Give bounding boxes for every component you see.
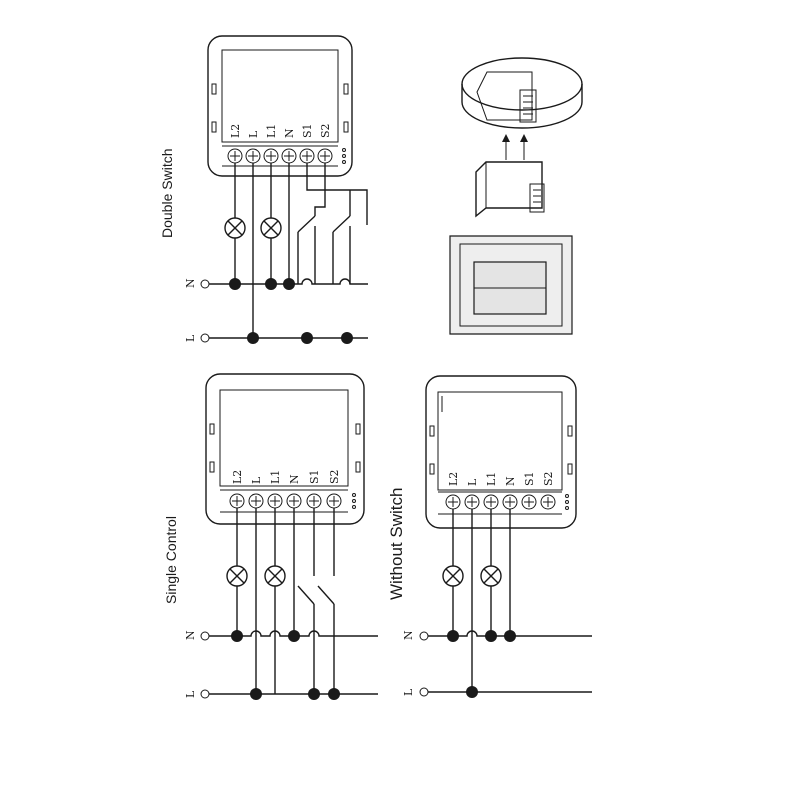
relay-module-side-icon [475,161,545,218]
terminal-label-s1: S1 [301,123,314,138]
wires [236,508,335,694]
single-control-title: Single Control [163,516,179,604]
terminal-screws [229,493,342,509]
lamp-icon [226,565,286,587]
lamp-icon [224,217,282,239]
terminal-screws [445,494,556,510]
wires [234,163,368,338]
terminal-label-l2: L2 [447,472,460,486]
terminal-label-l1: L1 [265,124,278,138]
supply-lines: N L [402,630,592,697]
terminal-label-s1: S1 [308,469,321,484]
junction-dots [447,630,516,698]
line-label-n: N [184,278,197,288]
panel-single-control: Single Control L2 L [163,373,378,700]
terminal-label-l: L [250,476,263,484]
line-label-l: L [184,690,197,698]
install-illustration [449,57,583,335]
terminal-label-s2: S2 [542,471,555,486]
terminal-label-n: N [504,476,517,486]
wall-switch-plate-icon [449,235,573,335]
relay-module-icon: L2 L L1 N S1 S2 [207,35,353,177]
line-label-n: N [402,630,415,640]
panel-double-switch: Double Switch L2 L [159,35,368,344]
panel-without-switch: Without Switch L2 L [387,375,592,698]
wires [452,509,511,692]
relay-module-icon: L2 L L1 N S1 S2 [205,373,365,525]
line-label-n: N [184,630,197,640]
terminal-label-s1: S1 [523,471,536,486]
terminal-label-l2: L2 [229,124,242,138]
lamp-icon [442,565,502,587]
terminal-label-n: N [283,128,296,138]
terminal-label-l: L [247,130,260,138]
junction-box-icon [461,57,583,129]
terminal-screws [227,148,333,164]
switch-contact-icon [297,215,351,284]
line-label-l: L [184,334,197,342]
junction-dots [229,278,353,344]
terminal-label-s2: S2 [328,469,341,484]
terminal-label-l2: L2 [231,470,244,484]
line-label-l: L [402,688,415,696]
insert-arrows-icon [502,134,528,160]
relay-module-icon: L2 L L1 N S1 S2 [425,375,577,529]
terminal-label-s2: S2 [319,123,332,138]
junction-dots [231,630,340,700]
terminal-label-n: N [288,474,301,484]
terminal-label-l1: L1 [269,470,282,484]
double-switch-title: Double Switch [159,149,175,239]
without-switch-title: Without Switch [387,488,406,600]
switch-contact-icon [297,585,335,605]
supply-lines: N L [184,630,378,699]
terminal-label-l1: L1 [485,472,498,486]
terminal-label-l: L [466,478,479,486]
supply-lines: N L [184,278,368,343]
